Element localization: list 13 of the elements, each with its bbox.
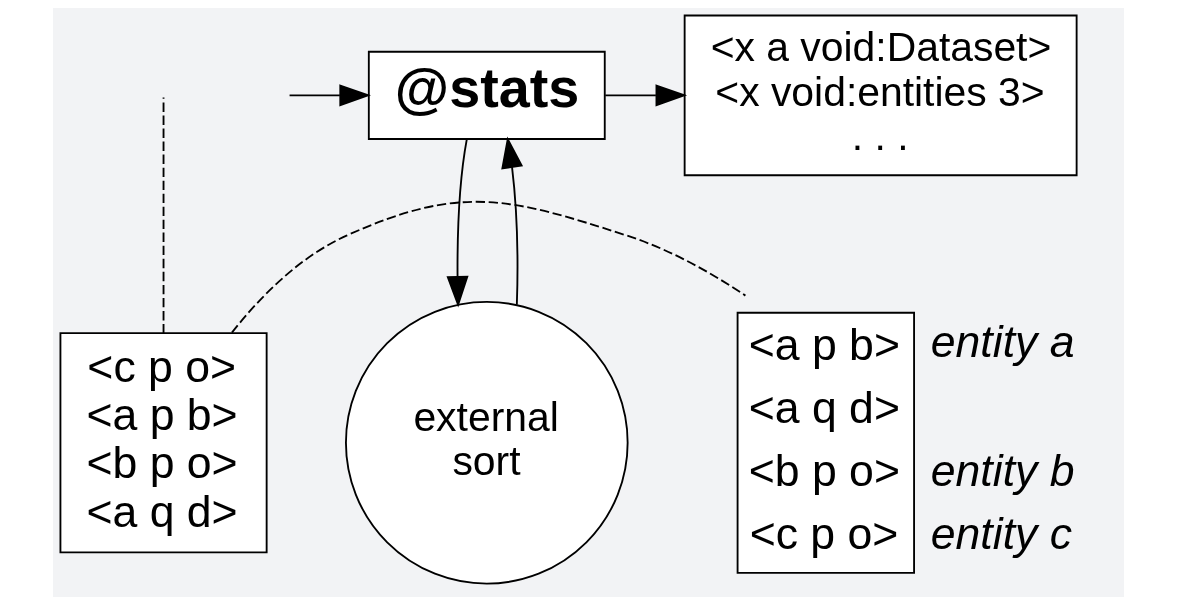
arrow xyxy=(288,84,371,107)
node-circle: external sort xyxy=(345,301,629,585)
connector xyxy=(162,96,165,335)
connector xyxy=(231,201,747,334)
node-label: entity c xyxy=(930,509,1073,559)
arrow xyxy=(501,136,524,306)
node-box: <c p o> <a p b> <b p o> <a q d> xyxy=(59,332,268,554)
arrow xyxy=(604,84,688,107)
node-label: entity a xyxy=(930,316,1075,366)
node-box: <x a void:Dataset> <x void:entities 3> . . . xyxy=(683,14,1078,177)
node-box: @stats xyxy=(367,50,606,140)
node-label: entity b xyxy=(930,445,1075,495)
arrow xyxy=(446,138,469,308)
